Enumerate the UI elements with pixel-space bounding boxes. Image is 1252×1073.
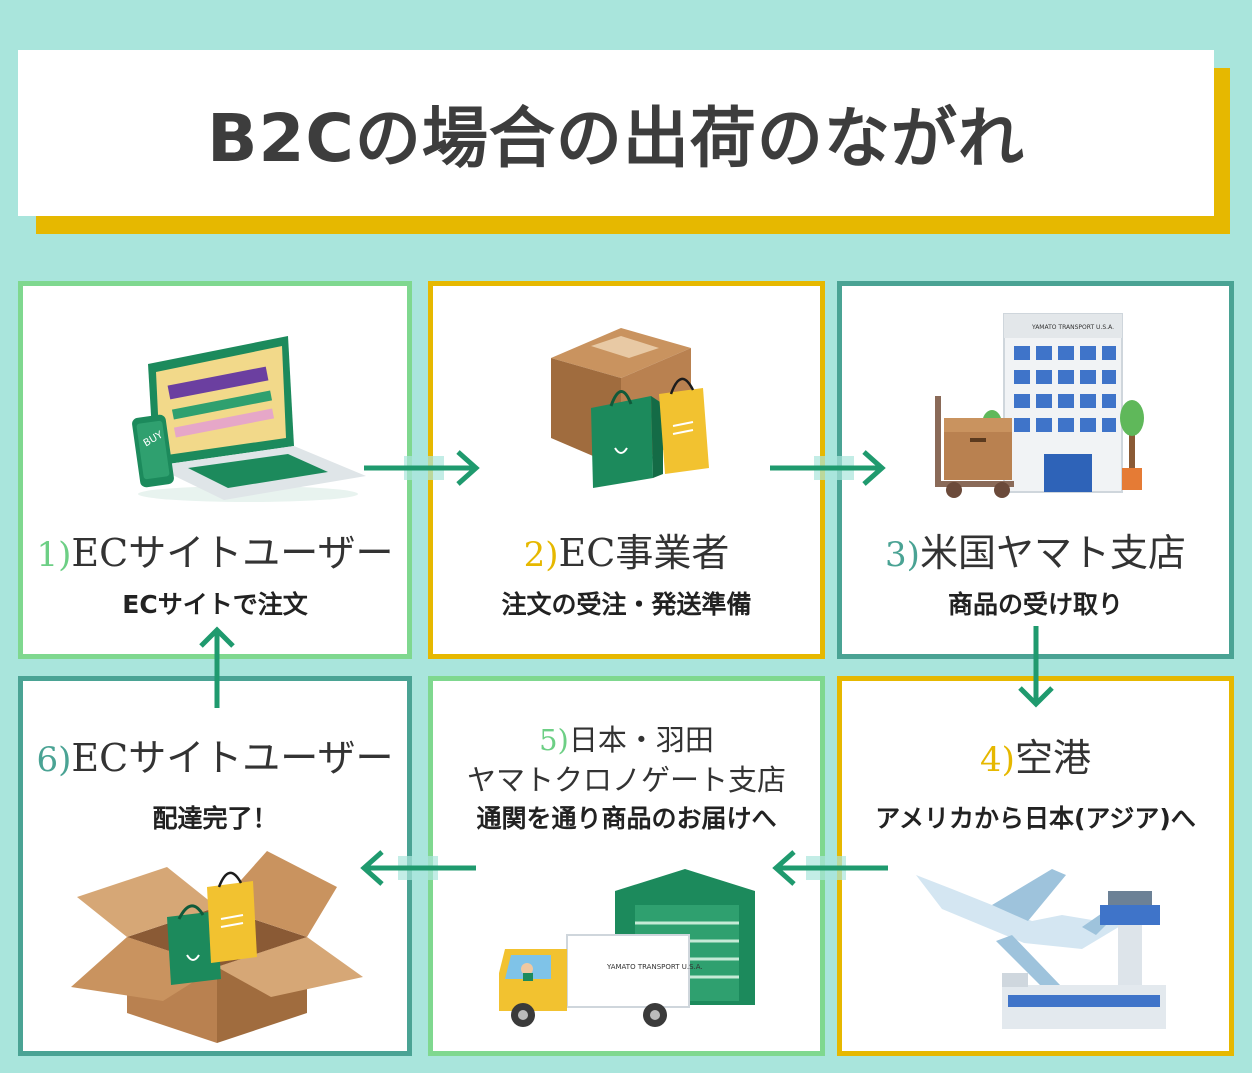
truck-sign: YAMATO TRANSPORT U.S.A. [606, 963, 703, 971]
step-6-number: 6) [36, 740, 72, 780]
step-1-desc: ECサイトで注文 [122, 590, 308, 619]
arrow-1-to-2 [364, 450, 480, 486]
arrow-2-to-3 [770, 450, 886, 486]
airplane-airport-illustration [916, 869, 1166, 1029]
box-bags-illustration [551, 328, 709, 488]
step-2-number: 2) [523, 535, 559, 575]
step-1-title: 1)ECサイトユーザー [23, 522, 407, 577]
step-5-number: 5) [539, 723, 569, 757]
arrow-6-to-1 [199, 626, 235, 708]
step-card-3: YAMATO TRANSPORT U.S.A. 3)米国ヤマト支店 商品の受け取… [837, 281, 1234, 659]
step-5-desc: 通関を通り商品のお届けへ [476, 804, 777, 833]
step-6-label: ECサイトユーザー [71, 736, 394, 780]
step-card-5: 5)日本・羽田 ヤマトクロノゲート支店 通関を通り商品のお届けへ YAMATO … [428, 676, 825, 1056]
arrow-3-to-4 [1018, 626, 1054, 708]
arrow-5-to-6 [360, 850, 476, 886]
step-card-6: 6)ECサイトユーザー 配達完了！ [18, 676, 412, 1056]
building-sign: YAMATO TRANSPORT U.S.A. [1031, 324, 1114, 331]
step-6-title: 6)ECサイトユーザー [23, 727, 407, 782]
step-5-label-line1: 日本・羽田 [568, 723, 714, 757]
step-4-desc: アメリカから日本(アジア)へ [875, 804, 1196, 833]
step-1-label: ECサイトユーザー [71, 531, 394, 575]
step-3-desc: 商品の受け取り [947, 590, 1123, 619]
step-card-4: 4)空港 アメリカから日本(アジア)へ [837, 676, 1234, 1056]
step-card-1: BUY 1)ECサイトユーザー ECサイトで注文 [18, 281, 412, 659]
step-2-desc: 注文の受注・発送準備 [501, 590, 752, 619]
laptop-order-illustration: BUY [132, 336, 366, 502]
title-banner: B2Cの場合の出荷のながれ [18, 50, 1214, 216]
arrow-4-to-5 [772, 850, 888, 886]
open-box-illustration [71, 851, 363, 1043]
step-2-title: 2)EC事業者 [433, 522, 820, 577]
step-3-number: 3) [885, 535, 920, 575]
step-5-title-line1: 5)日本・羽田 [433, 717, 820, 759]
yamato-building-illustration: YAMATO TRANSPORT U.S.A. [935, 313, 1144, 498]
step-5-title-line2: ヤマトクロノゲート支店 [466, 763, 786, 797]
step-4-label: 空港 [1014, 736, 1091, 780]
step-2-label: EC事業者 [558, 531, 730, 575]
step-4-number: 4) [980, 740, 1015, 780]
page-title: B2Cの場合の出荷のながれ [207, 100, 1025, 177]
step-3-label: 米国ヤマト支店 [919, 531, 1186, 575]
step-6-desc: 配達完了！ [152, 804, 278, 833]
step-4-title: 4)空港 [842, 727, 1229, 782]
step-3-title: 3)米国ヤマト支店 [842, 522, 1229, 577]
warehouse-truck-illustration: YAMATO TRANSPORT U.S.A. [499, 869, 755, 1027]
step-1-number: 1) [36, 535, 72, 575]
